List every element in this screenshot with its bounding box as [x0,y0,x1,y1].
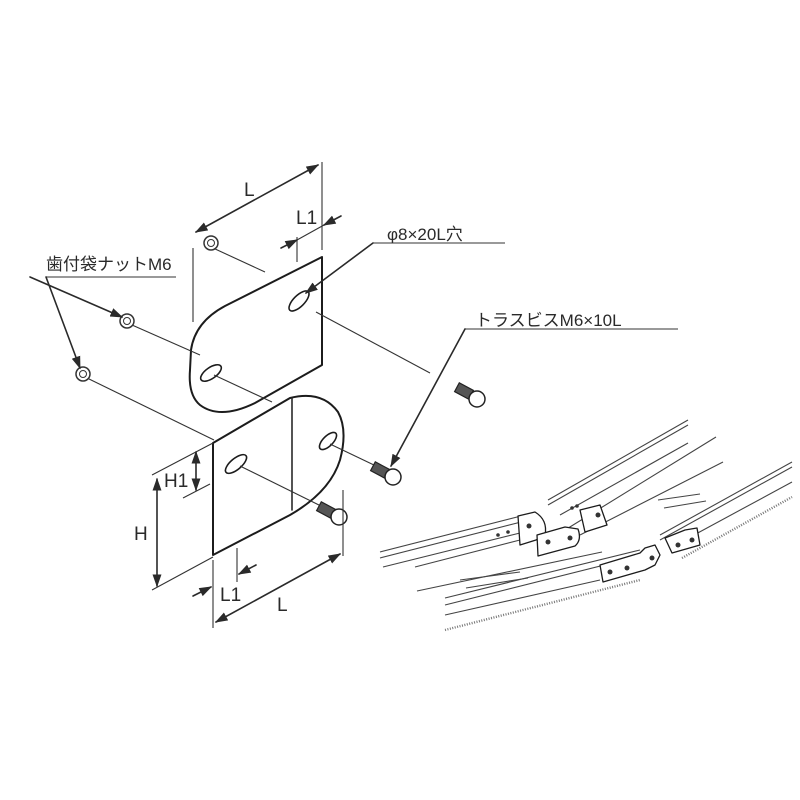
H-label: H [134,524,148,545]
top-L1-label: L1 [296,208,317,229]
lower-plate-slot-left [224,453,248,475]
dimension-H: H [134,442,214,591]
truss-screw-icon [453,382,486,408]
cable-ladder-illustration [379,419,793,632]
nut-label: 歯付袋ナットM6 [46,255,172,274]
top-dimension-L1: L1 [280,208,342,262]
upper-plate-slot-left [199,363,223,383]
dimension-H1: H1 [164,450,211,499]
flange-nut-icon [203,235,219,251]
screw-label: トラスビスM6×10L [475,311,622,330]
callout-nut: 歯付袋ナットM6 [29,255,176,370]
hole-label: φ8×20L穴 [387,225,463,244]
bottom-L1-label: L1 [220,585,241,606]
top-dimension-L: L [192,162,323,322]
bottom-dimension-L: L [214,490,344,623]
bottom-dimension-L1: L1 [192,548,257,628]
top-L-label: L [244,180,255,201]
flange-nut-icon [119,313,135,329]
upper-plate [188,256,323,413]
callout-screw: トラスビスM6×10L [390,311,678,468]
callout-hole: φ8×20L穴 [304,225,505,294]
bottom-L-label: L [277,595,288,616]
lower-plate [212,394,345,556]
truss-screw-icon [369,461,402,486]
H1-label: H1 [164,471,188,492]
flange-nut-icon [75,366,91,382]
truss-screw-icon [315,501,348,526]
assembly-lines [86,247,431,509]
